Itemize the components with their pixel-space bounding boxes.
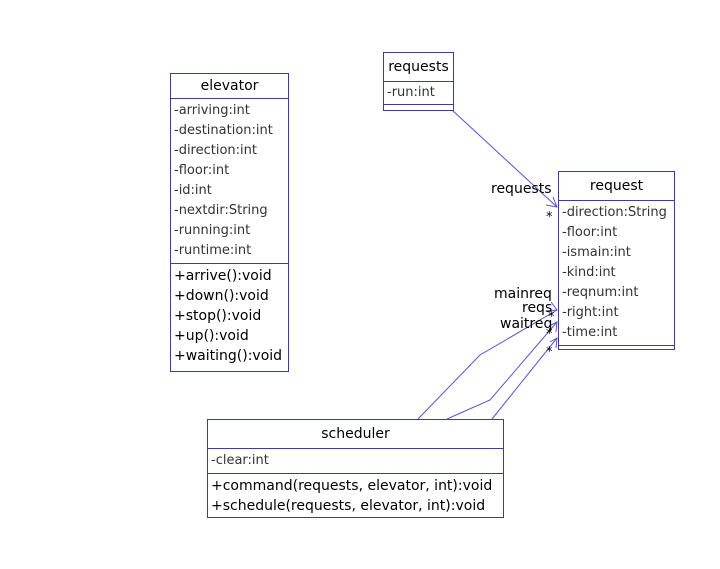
class-elevator-operations: +arrive():void +down():void +stop():void… (171, 264, 288, 368)
class-requests-attributes: -run:int (384, 82, 453, 105)
operation: +down():void (174, 288, 269, 304)
attribute: -reqnum:int (562, 285, 639, 300)
assoc-waitreq-line (491, 337, 558, 420)
operation: +up():void (174, 328, 249, 344)
class-scheduler[interactable]: scheduler -clear:int +command(requests, … (207, 419, 504, 518)
attribute: -id:int (174, 183, 212, 198)
attribute: -floor:int (174, 163, 230, 178)
operation: +stop():void (174, 308, 262, 324)
role-label-reqs: reqs (522, 300, 553, 316)
assoc-reqs-line (446, 321, 558, 420)
arrowhead-waitreq (549, 337, 558, 349)
class-scheduler-operations: +command(requests, elevator, int):void +… (208, 474, 503, 518)
multiplicity-waitreq: * (546, 345, 553, 360)
attribute: -arriving:int (174, 103, 250, 118)
class-request-attributes: -direction:String -floor:int -ismain:int… (559, 201, 674, 346)
role-label-mainreq: mainreq (494, 286, 552, 302)
assoc-requests-line (451, 109, 558, 208)
role-label-waitreq: waitreq (500, 316, 553, 332)
multiplicity-reqs: * (546, 327, 553, 342)
attribute: -run:int (387, 85, 435, 100)
assoc-mainreq-line (417, 309, 558, 420)
attribute: -runtime:int (174, 243, 252, 258)
attribute: -direction:int (174, 143, 257, 158)
operation: +arrive():void (174, 268, 272, 284)
arrowhead-mainreq (545, 301, 558, 312)
class-requests[interactable]: requests -run:int (383, 52, 454, 111)
operation: +waiting():void (174, 348, 283, 364)
class-elevator[interactable]: elevator -arriving:int -destination:int … (170, 73, 289, 372)
attribute: -nextdir:String (174, 203, 268, 218)
attribute: -right:int (562, 305, 619, 320)
arrowhead-reqs (548, 321, 558, 333)
operation: +command(requests, elevator, int):void (211, 478, 493, 494)
role-label-requests: requests (491, 181, 552, 197)
attribute: -time:int (562, 325, 618, 340)
class-requests-operations (384, 105, 453, 108)
attribute: -floor:int (562, 225, 618, 240)
multiplicity-mainreq: * (548, 310, 555, 325)
class-request-name: request (559, 172, 674, 201)
class-elevator-attributes: -arriving:int -destination:int -directio… (171, 99, 288, 264)
attribute: -running:int (174, 223, 251, 238)
class-requests-name: requests (384, 53, 453, 82)
attribute: -clear:int (211, 453, 269, 468)
class-scheduler-name: scheduler (208, 420, 503, 449)
attribute: -kind:int (562, 265, 616, 280)
class-request-operations (559, 346, 674, 349)
multiplicity-requests: * (546, 210, 553, 225)
class-scheduler-attributes: -clear:int (208, 449, 503, 474)
class-elevator-name: elevator (171, 74, 288, 99)
attribute: -direction:String (562, 205, 667, 220)
attribute: -ismain:int (562, 245, 631, 260)
class-request[interactable]: request -direction:String -floor:int -is… (558, 171, 675, 350)
operation: +schedule(requests, elevator, int):void (211, 498, 486, 514)
arrowhead-requests (545, 196, 558, 208)
attribute: -destination:int (174, 123, 273, 138)
